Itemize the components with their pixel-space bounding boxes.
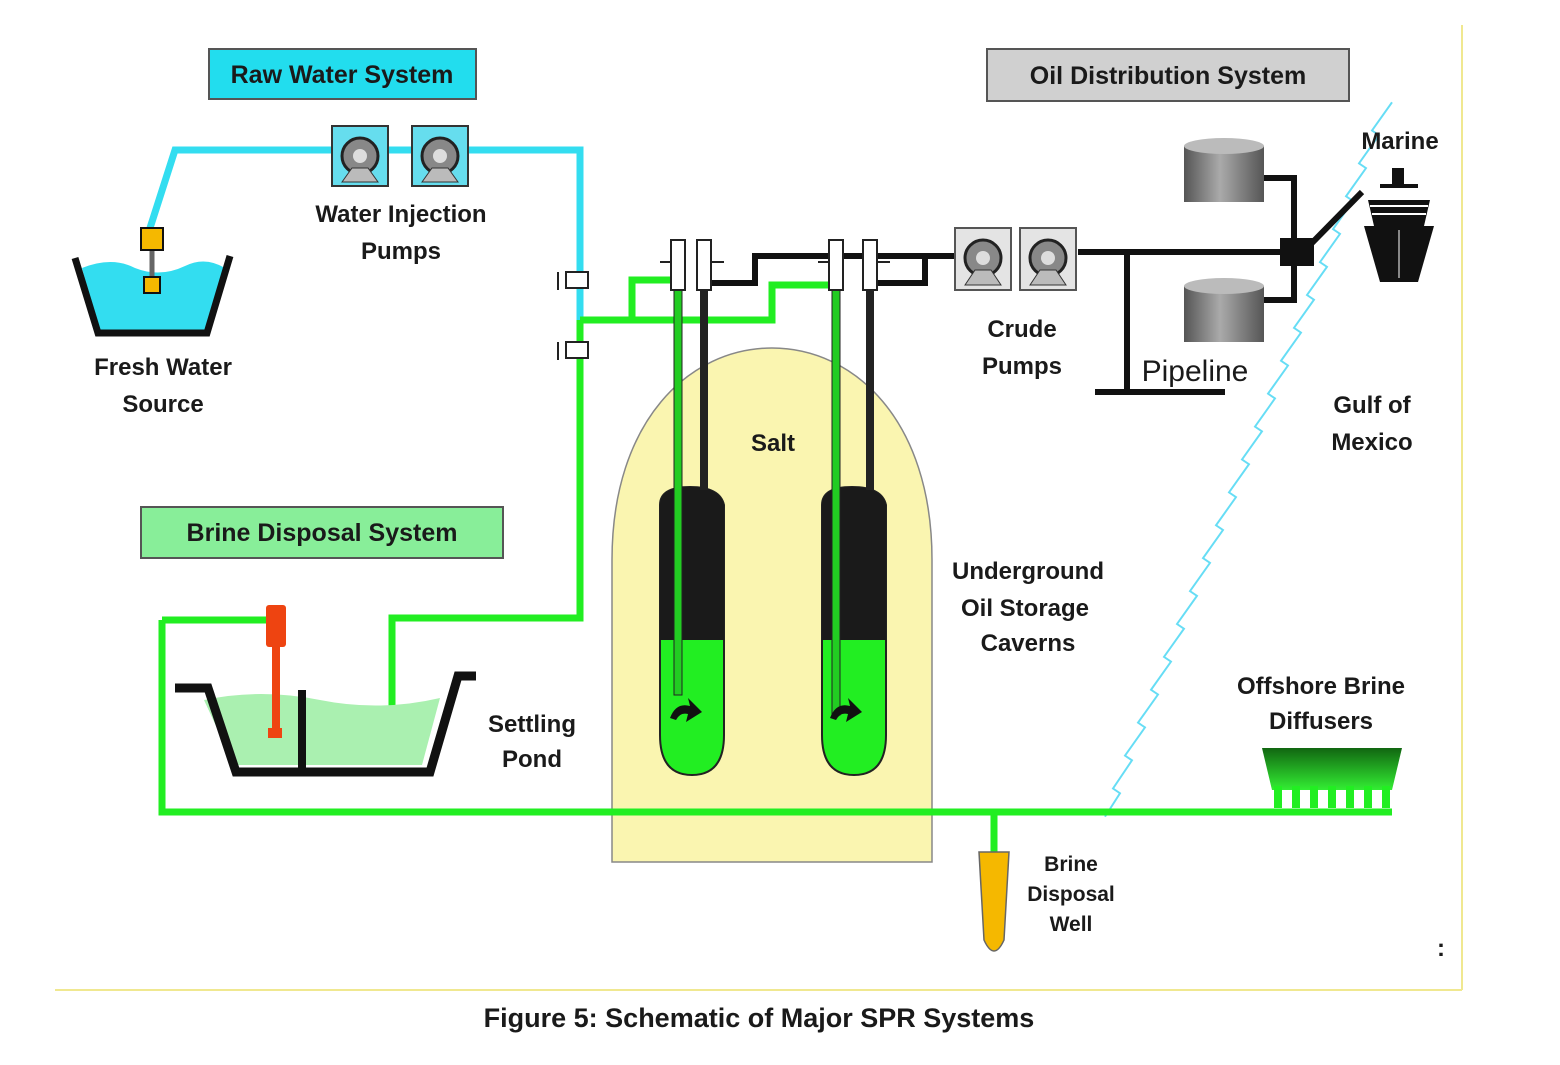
fresh-water-label: Source bbox=[122, 391, 203, 418]
caverns-label: Oil Storage bbox=[961, 595, 1089, 622]
crude-pump-icon bbox=[954, 227, 1012, 291]
disposal-well-label: Disposal bbox=[1027, 883, 1115, 906]
salt-label: Salt bbox=[751, 430, 795, 457]
crude-pumps-label: Crude bbox=[987, 316, 1056, 343]
svg-text:Oil Distribution System: Oil Distribution System bbox=[1030, 62, 1306, 90]
stray-mark: : bbox=[1437, 935, 1445, 962]
fresh-water-label: Fresh Water bbox=[94, 354, 232, 381]
storage-tank-icon bbox=[1184, 138, 1264, 202]
water-pump-icon bbox=[331, 125, 389, 187]
fresh-water-source-icon bbox=[71, 227, 234, 337]
settling-pond-icon bbox=[175, 605, 476, 777]
disposal-well-label: Brine bbox=[1044, 853, 1098, 876]
svg-text:Raw Water System: Raw Water System bbox=[231, 61, 454, 89]
valve-icon bbox=[557, 271, 589, 290]
flow-arrow-icon bbox=[830, 698, 862, 722]
flow-arrow-icon bbox=[670, 698, 702, 722]
gulf-label: Gulf of bbox=[1333, 392, 1411, 419]
wellhead-icon bbox=[818, 239, 890, 291]
disposal-well-icon bbox=[978, 851, 1010, 952]
diffusers-label: Diffusers bbox=[1269, 708, 1373, 735]
disposal-well-label: Well bbox=[1050, 913, 1093, 936]
brine-disposal-system-box: Brine Disposal System bbox=[140, 506, 504, 559]
wellhead-icon bbox=[660, 239, 724, 291]
storage-tank-icon bbox=[1184, 278, 1264, 342]
svg-text:Brine Disposal System: Brine Disposal System bbox=[187, 519, 458, 547]
gulf-label: Mexico bbox=[1331, 429, 1412, 456]
cavern-icon bbox=[659, 485, 725, 777]
caverns-label: Underground bbox=[952, 558, 1104, 585]
crude-pump-icon bbox=[1019, 227, 1077, 291]
marine-label: Marine bbox=[1361, 128, 1438, 155]
diffuser-icon bbox=[1262, 748, 1402, 808]
coastline bbox=[1104, 101, 1393, 818]
water-pumps-label: Pumps bbox=[361, 238, 441, 265]
crude-pumps-label: Pumps bbox=[982, 353, 1062, 380]
diffusers-label: Offshore Brine bbox=[1237, 673, 1405, 700]
water-pump-icon bbox=[411, 125, 469, 187]
pipeline-junction bbox=[1280, 238, 1314, 266]
pipeline-label: Pipeline bbox=[1142, 355, 1249, 388]
raw-water-system-box: Raw Water System bbox=[208, 48, 477, 100]
oil-distribution-system-box: Oil Distribution System bbox=[986, 48, 1350, 102]
figure-caption: Figure 5: Schematic of Major SPR Systems bbox=[484, 1003, 1035, 1033]
valve-icon bbox=[557, 341, 589, 360]
settling-pond-label: Settling bbox=[488, 711, 576, 738]
tanker-ship-icon bbox=[1364, 168, 1434, 282]
settling-pond-label: Pond bbox=[502, 746, 562, 773]
caverns-label: Caverns bbox=[981, 630, 1076, 657]
water-pumps-label: Water Injection bbox=[315, 201, 486, 228]
